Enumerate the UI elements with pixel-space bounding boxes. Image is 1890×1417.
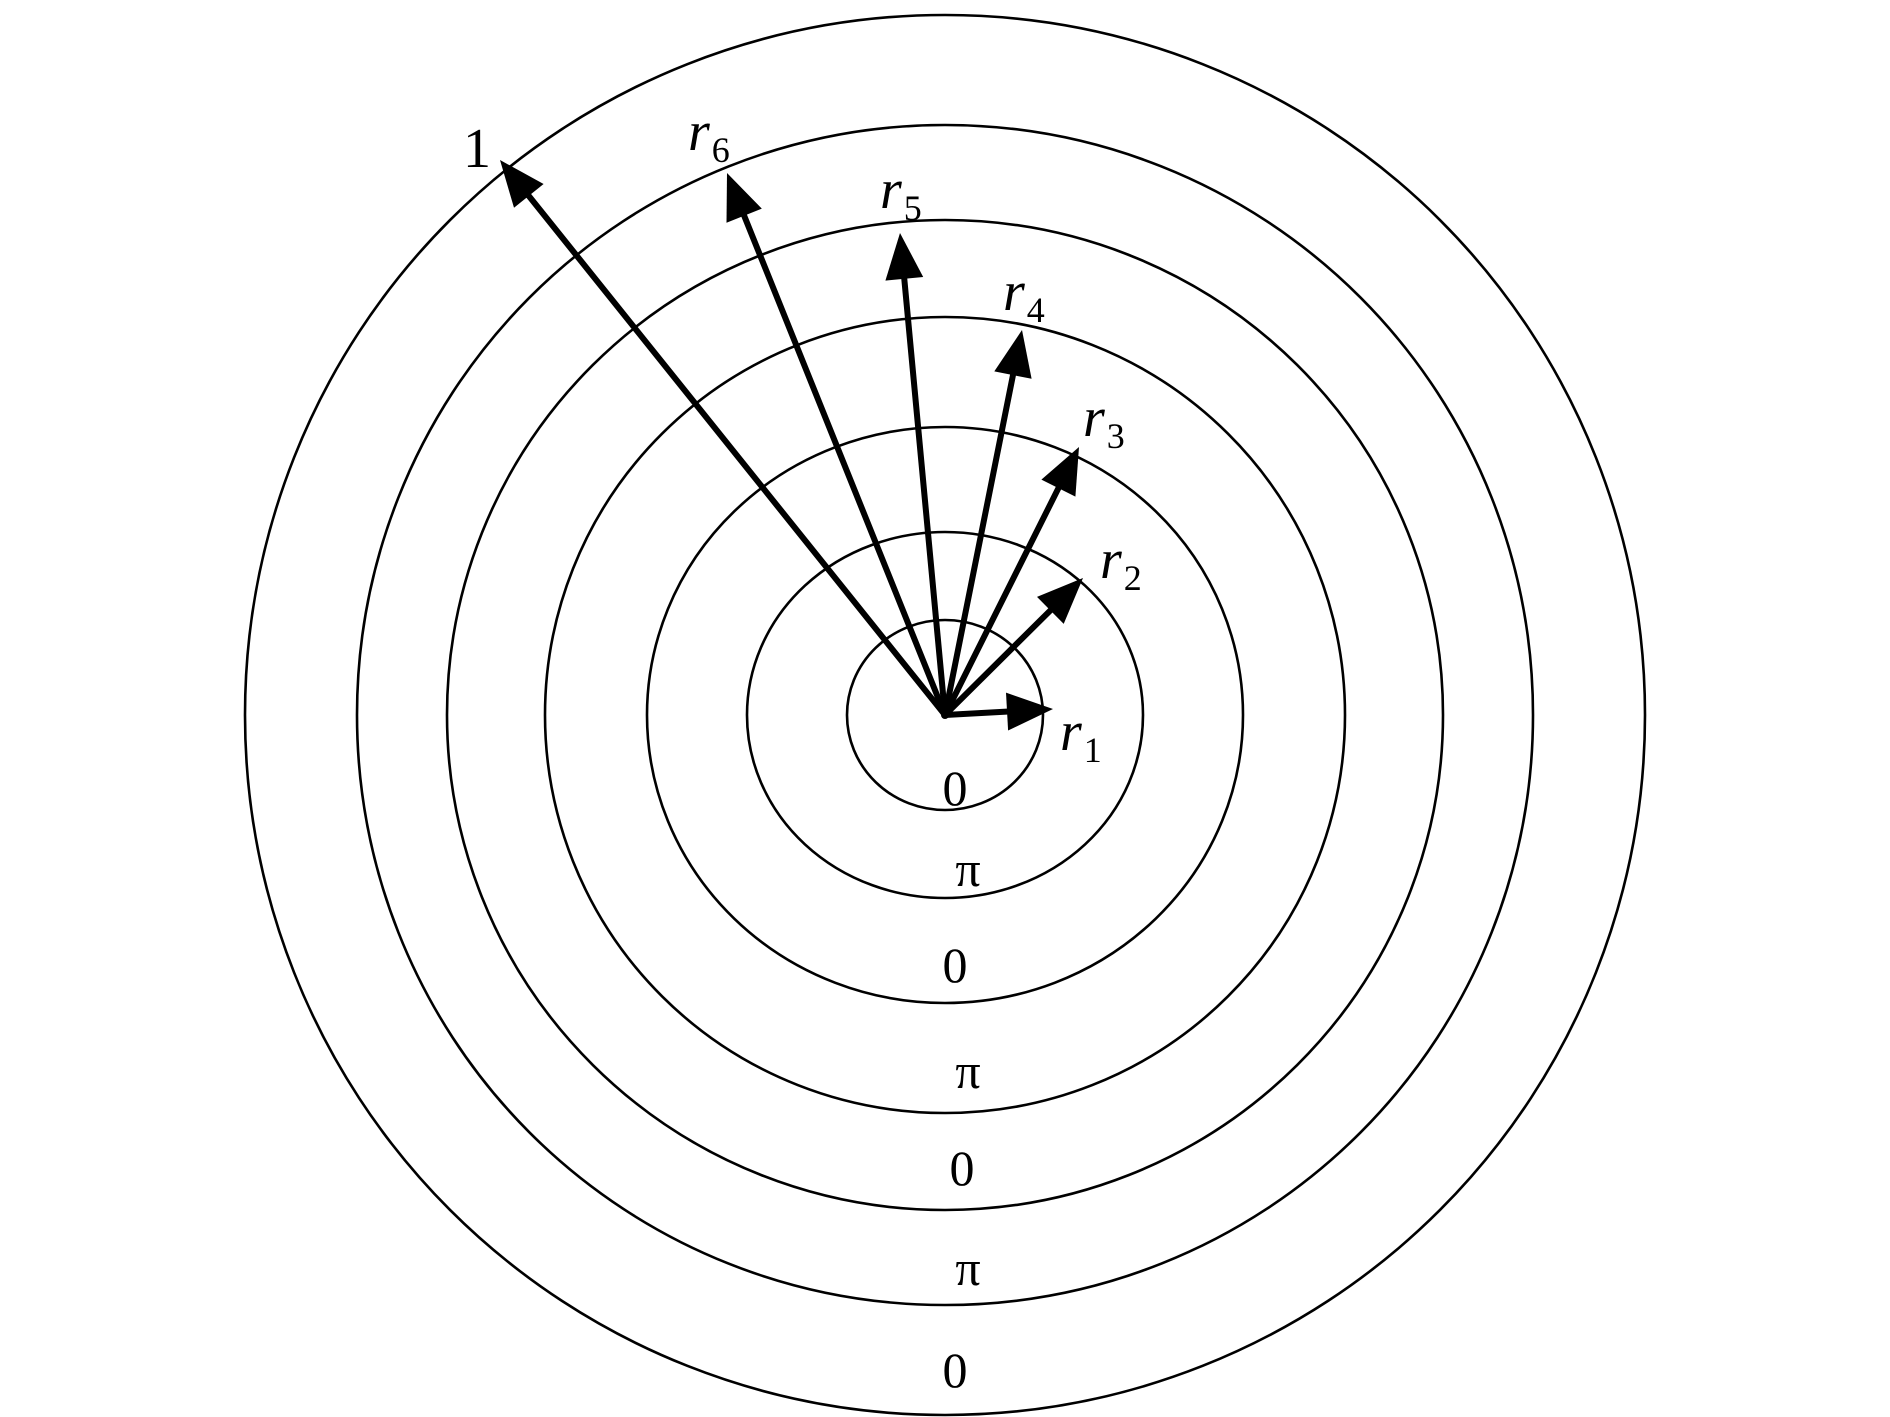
- zone-phase-label-4: π: [955, 1043, 980, 1099]
- vector-label-symbol: r: [688, 101, 710, 163]
- zone-phase-label-1: 0: [943, 760, 968, 816]
- radius-vectors: [500, 160, 1083, 731]
- vector-label-1: r1: [1060, 701, 1102, 770]
- vector-arrow-4: [942, 330, 1032, 718]
- vector-label-subscript: 3: [1107, 416, 1125, 456]
- vector-label-symbol: r: [1003, 261, 1025, 323]
- vector-arrowhead-5: [885, 233, 924, 281]
- zone-phase-labels: 0 π 0 π 0 π 0: [943, 760, 981, 1398]
- vector-arrowhead-7: [500, 160, 544, 208]
- vector-shaft-7: [523, 189, 948, 718]
- vector-label-5: r5: [880, 159, 922, 228]
- vector-arrowhead-2: [1037, 578, 1083, 624]
- vector-shaft-3: [942, 481, 1064, 718]
- vector-label-symbol: r: [1060, 701, 1082, 763]
- vector-label-symbol: r: [1083, 387, 1105, 449]
- vector-label-4: r4: [1003, 261, 1045, 330]
- zone-phase-label-7: 0: [943, 1342, 968, 1398]
- zone-ring-7: [243, 13, 1647, 1417]
- vector-arrow-7: [500, 160, 948, 718]
- vector-shaft-2: [942, 604, 1057, 718]
- vector-label-symbol: r: [880, 159, 902, 221]
- vector-label-2: r2: [1100, 529, 1142, 598]
- vector-shaft-5: [900, 271, 948, 718]
- zone-phase-label-2: π: [955, 841, 980, 897]
- vector-label-symbol: r: [1100, 529, 1122, 591]
- vector-arrow-3: [942, 447, 1079, 718]
- zone-ring-3: [645, 425, 1245, 1005]
- vector-label-subscript: 5: [904, 188, 922, 228]
- origin-point: [941, 711, 949, 719]
- vector-arrow-5: [885, 233, 948, 718]
- zone-ring-4: [543, 315, 1347, 1115]
- zone-ring-1: [845, 618, 1045, 812]
- vector-label-subscript: 4: [1027, 290, 1045, 330]
- vector-shaft-1: [942, 708, 1015, 718]
- vector-label-6: r6: [688, 101, 730, 170]
- vector-arrowhead-3: [1041, 447, 1079, 497]
- zone-phase-label-5: 0: [950, 1140, 975, 1196]
- zone-phase-label-3: 0: [943, 937, 968, 993]
- vector-arrowhead-1: [1006, 692, 1053, 731]
- zone-phase-label-6: π: [955, 1240, 980, 1296]
- vector-label-subscript: 2: [1124, 558, 1142, 598]
- zone-ring-6: [355, 123, 1535, 1307]
- vector-arrowhead-4: [994, 330, 1032, 379]
- vector-label-3: r3: [1083, 387, 1125, 456]
- vector-shaft-6: [739, 208, 948, 718]
- zone-ring-2: [745, 530, 1145, 900]
- vector-label-subscript: 1: [1084, 730, 1102, 770]
- zone-ring-5: [445, 218, 1445, 1212]
- vector-shaft-4: [942, 368, 1017, 718]
- vector-arrowhead-6: [726, 173, 762, 223]
- vector-label-7: 1: [463, 118, 491, 180]
- vector-arrow-6: [726, 173, 948, 718]
- vector-arrow-2: [942, 578, 1083, 718]
- vector-arrow-1: [942, 692, 1053, 731]
- zone-rings: [243, 13, 1647, 1417]
- vector-label-subscript: 6: [712, 130, 730, 170]
